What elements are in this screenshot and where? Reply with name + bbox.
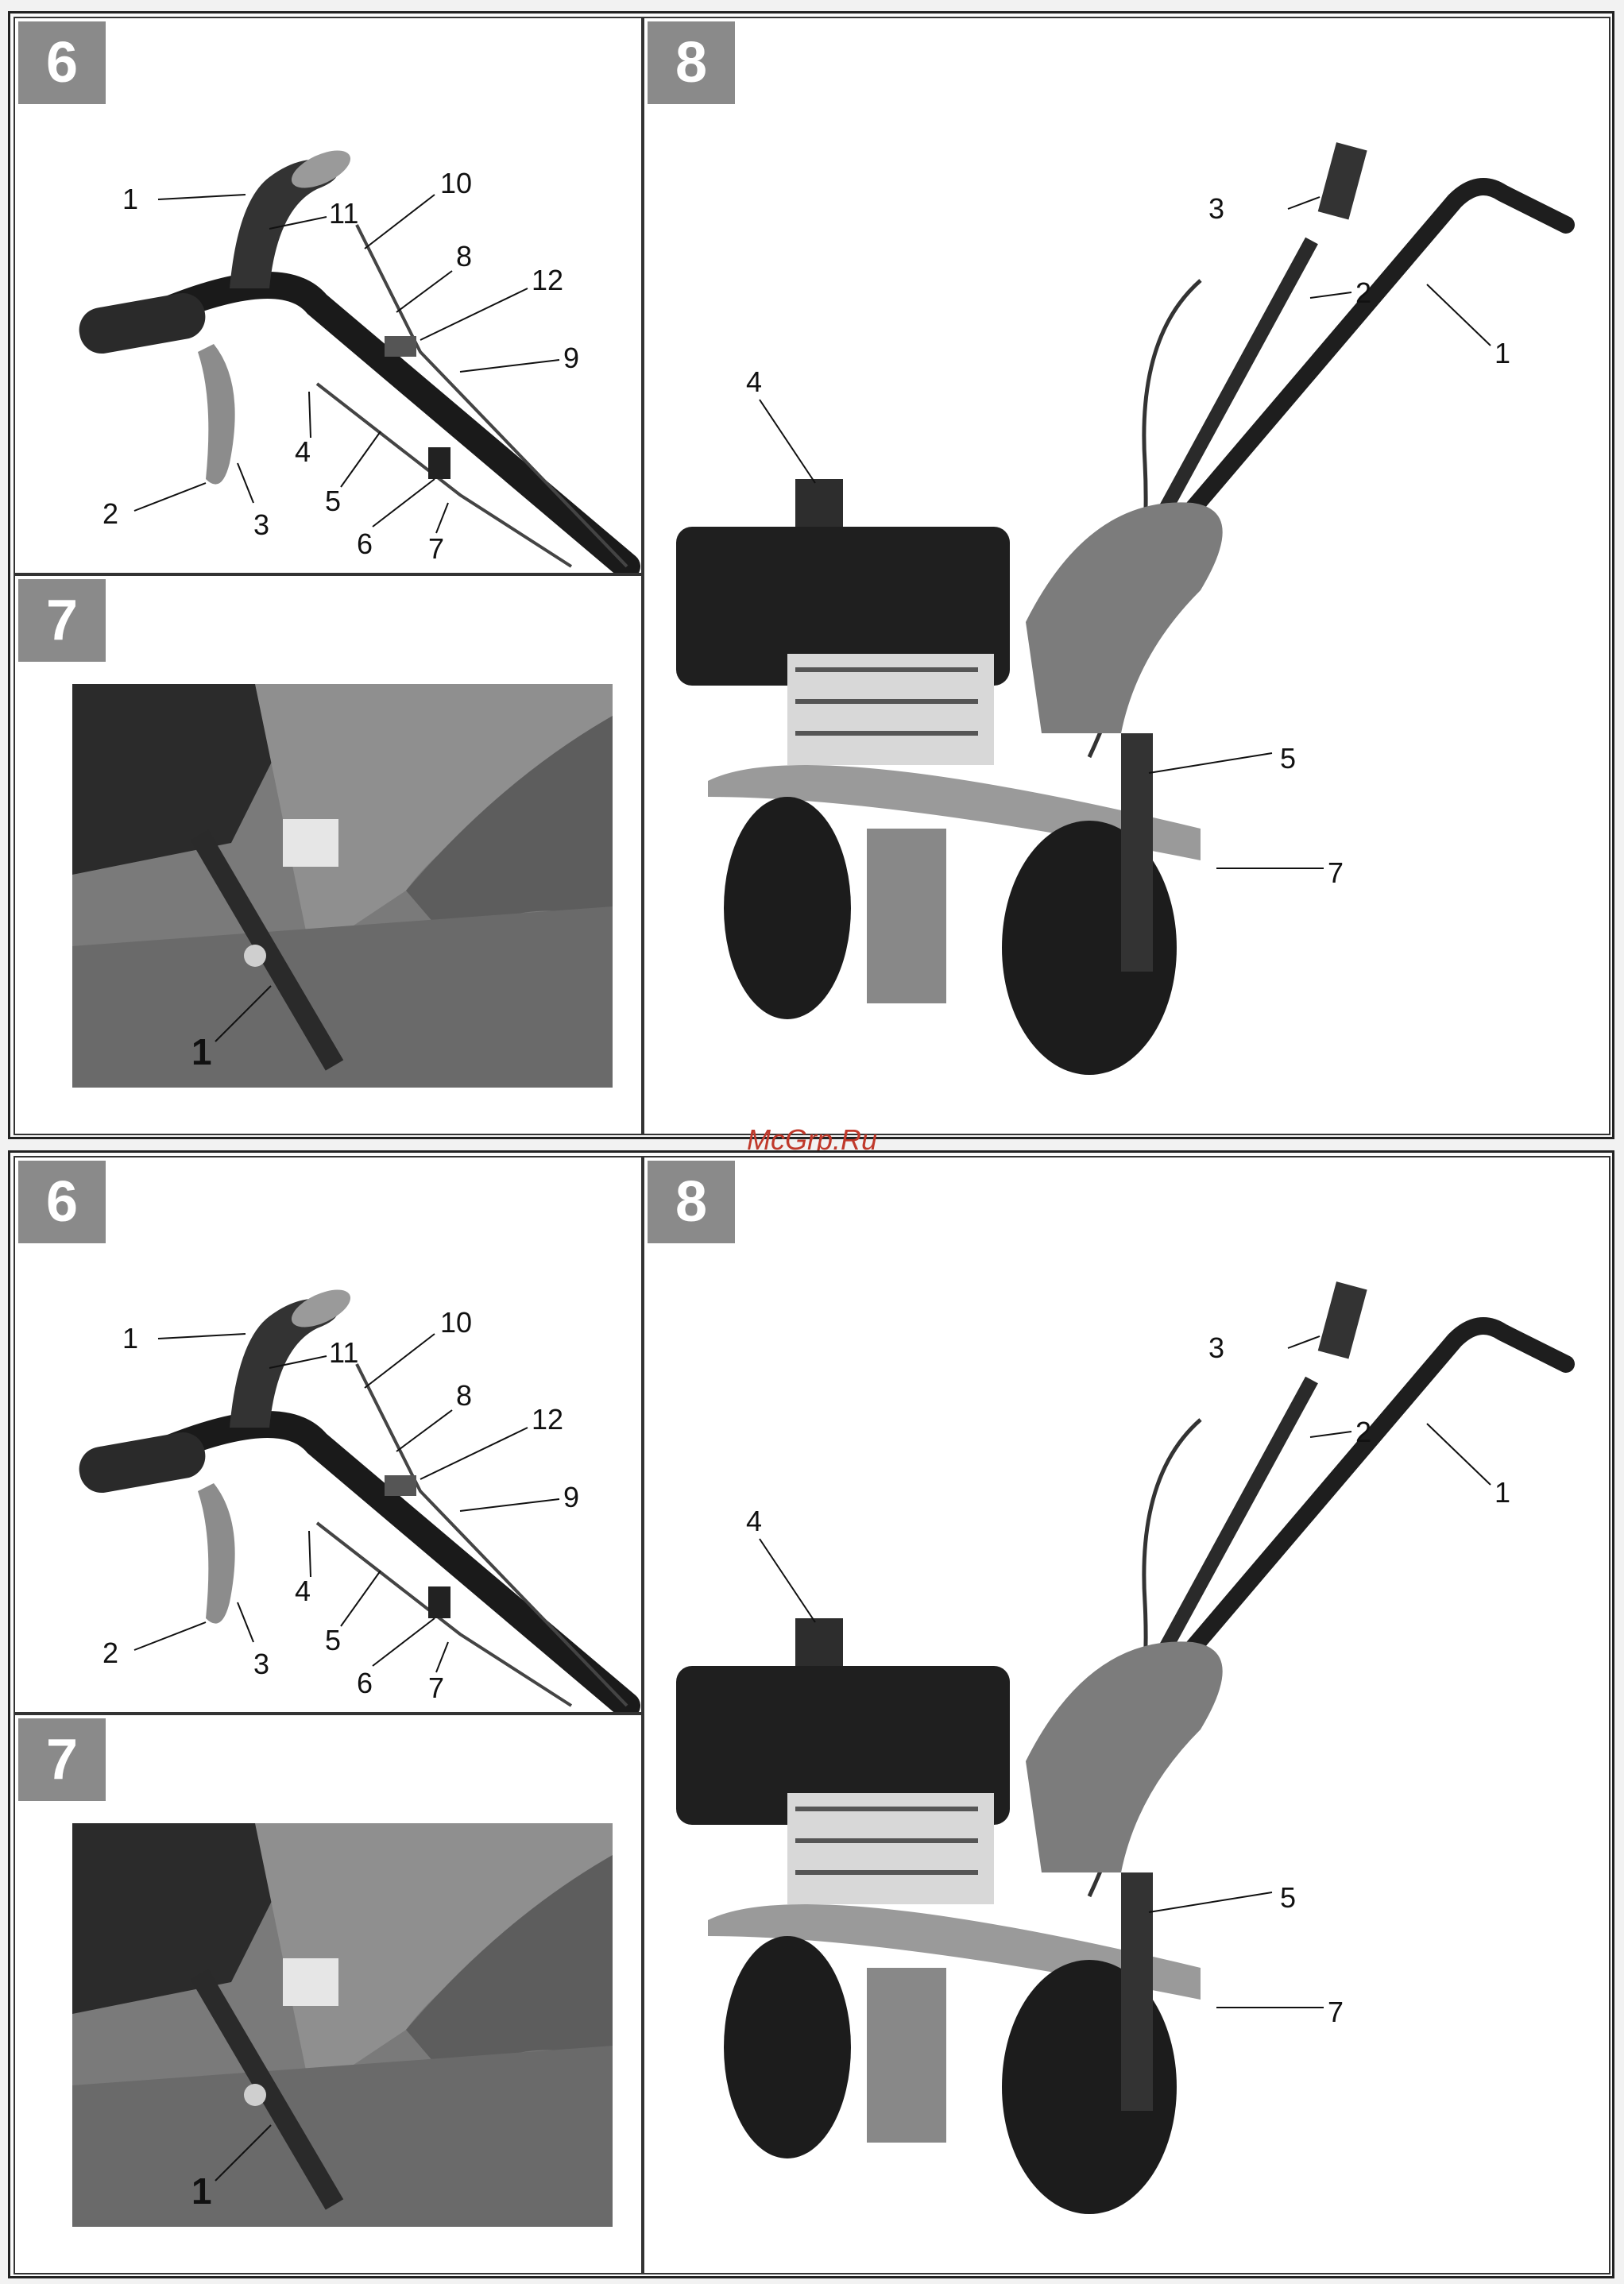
callout-label: 11 bbox=[329, 199, 358, 228]
callout-label: 10 bbox=[440, 169, 472, 198]
figure-number-badge: 7 bbox=[18, 1718, 106, 1801]
callout-label: 4 bbox=[746, 368, 762, 396]
lever-detail-photo: 1 bbox=[72, 684, 613, 1088]
callout-label: 12 bbox=[532, 1405, 563, 1434]
callout-label: 3 bbox=[253, 1650, 269, 1679]
manual-sheet-top: 6 bbox=[8, 11, 1614, 1139]
callout-label: 1 bbox=[122, 1324, 138, 1353]
figure-6-handle-controls: 6 bbox=[14, 17, 643, 574]
figure-6-handle-controls: 6 1 11 10 8 12 9 bbox=[14, 1156, 643, 1714]
callout-label: 7 bbox=[1328, 1998, 1344, 2027]
callout-label: 5 bbox=[325, 1626, 341, 1655]
manual-sheet-bottom: 6 1 11 10 8 12 9 bbox=[8, 1150, 1614, 2278]
callout-label: 9 bbox=[563, 1483, 579, 1512]
callout-label: 5 bbox=[325, 487, 341, 516]
tiller-drawing bbox=[644, 18, 1610, 1135]
callout-label: 7 bbox=[428, 535, 444, 563]
callout-label: 2 bbox=[1355, 279, 1371, 307]
callout-label: 1 bbox=[1494, 1478, 1510, 1507]
callout-label: 10 bbox=[440, 1308, 472, 1337]
callout-label: 8 bbox=[456, 1382, 472, 1410]
callout-label: 2 bbox=[1355, 1418, 1371, 1447]
figure-7-lever-detail: 7 1 bbox=[14, 574, 643, 1135]
figure-7-lever-detail: 7 1 bbox=[14, 1714, 643, 2274]
callout-label: 6 bbox=[357, 530, 373, 558]
callout-label: 3 bbox=[1208, 195, 1224, 223]
callout-label: 1 bbox=[191, 1034, 212, 1070]
lever-detail-photo: 1 bbox=[72, 1823, 613, 2227]
figure-8-tiller-overview: 8 3 bbox=[643, 17, 1610, 1135]
callout-label: 4 bbox=[295, 438, 311, 466]
figure-number-badge: 7 bbox=[18, 579, 106, 662]
callout-label: 3 bbox=[253, 511, 269, 539]
callout-label: 12 bbox=[532, 266, 563, 295]
callout-label: 8 bbox=[456, 242, 472, 271]
callout-label: 9 bbox=[563, 344, 579, 373]
callout-label: 4 bbox=[295, 1577, 311, 1606]
callout-label: 1 bbox=[1494, 339, 1510, 368]
callout-label: 6 bbox=[357, 1669, 373, 1698]
callout-label: 7 bbox=[428, 1674, 444, 1702]
callout-label: 11 bbox=[329, 1339, 358, 1367]
figure-8-tiller-overview: 8 3 2 1 4 5 7 bbox=[643, 1156, 1610, 2274]
callout-label: 1 bbox=[191, 2173, 212, 2209]
callout-label: 3 bbox=[1208, 1334, 1224, 1362]
callout-label: 5 bbox=[1280, 1884, 1296, 1912]
tiller-drawing bbox=[644, 1157, 1610, 2274]
callout-label: 5 bbox=[1280, 744, 1296, 773]
callout-label: 2 bbox=[102, 1639, 118, 1668]
callout-label: 7 bbox=[1328, 859, 1344, 887]
callout-label: 1 bbox=[122, 185, 138, 214]
callout-label: 4 bbox=[746, 1507, 762, 1536]
callout-label: 2 bbox=[102, 500, 118, 528]
